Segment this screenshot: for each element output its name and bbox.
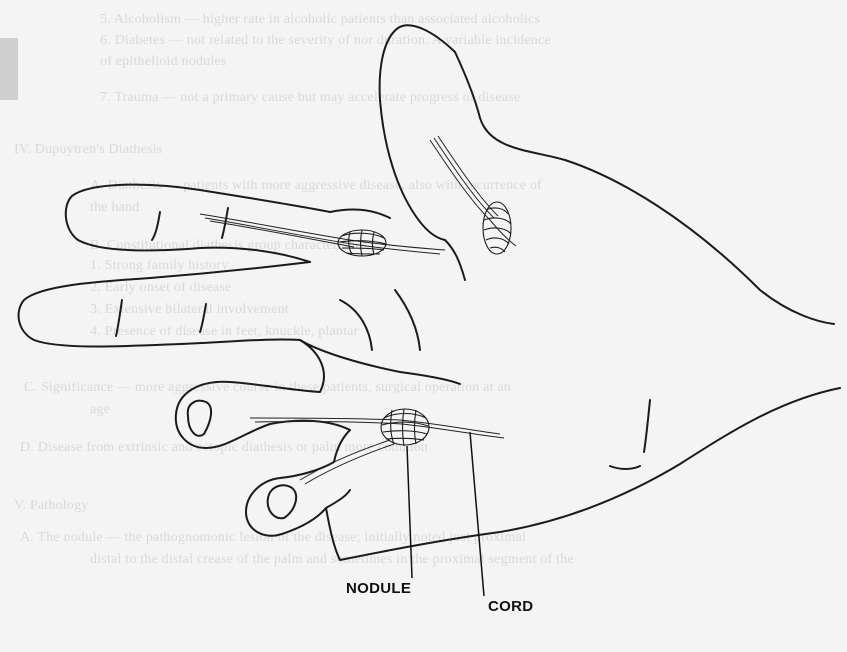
cord-index: [200, 214, 445, 250]
palm-crease-2: [330, 210, 390, 218]
middle-crease: [116, 300, 122, 336]
nodule-leader: [407, 446, 412, 578]
thumb-inner-edge: [455, 52, 834, 324]
middle-finger: [19, 262, 310, 347]
index-crease: [152, 212, 160, 240]
middle-crease-2: [200, 304, 206, 332]
palm-crease-3: [340, 300, 372, 350]
leader-lines: [407, 432, 484, 596]
cords: [200, 136, 516, 484]
ring-finger: [176, 340, 350, 448]
palm-crease-4: [395, 290, 420, 350]
cord-label: CORD: [488, 598, 533, 615]
index-finger: [66, 185, 330, 262]
thumb-outline: [380, 25, 455, 240]
nodule-label: NODULE: [346, 580, 411, 597]
nodule-ring: [381, 409, 429, 446]
little-fingernail: [268, 485, 296, 518]
ring-fingernail: [188, 401, 211, 436]
palm-crease-5: [644, 400, 650, 452]
cord-leader: [470, 432, 484, 596]
little-finger: [246, 430, 350, 536]
nodule-thumb: [483, 202, 511, 254]
palm-crease-6: [610, 466, 640, 469]
palm-top-edge: [445, 240, 465, 280]
